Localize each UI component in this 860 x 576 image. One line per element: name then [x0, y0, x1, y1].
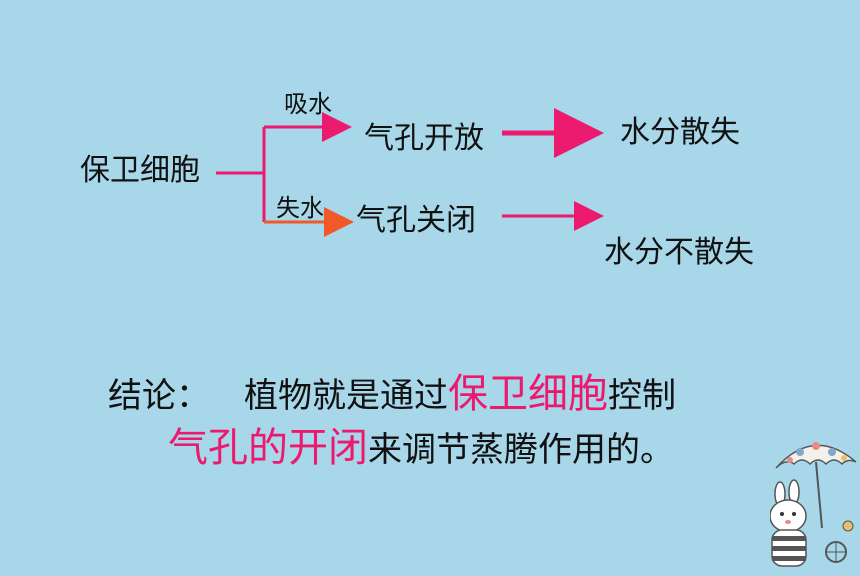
conclusion-text-3: 来调节蒸腾作用的。 [368, 430, 674, 470]
no-water-loss-result: 水分不散失 [604, 235, 754, 270]
water-loss-result: 水分散失 [620, 115, 740, 150]
conclusion-highlight-guard-cell: 保卫细胞 [448, 371, 608, 417]
umbrella-bunny-icon [770, 442, 857, 567]
conclusion-highlight-stoma: 气孔的开闭 [168, 425, 368, 471]
conclusion-line-1: 结论： 植物就是通过保卫细胞控制 [108, 374, 676, 414]
conclusion-line-2: 气孔的开闭来调节蒸腾作用的。 [168, 428, 674, 468]
conclusion-text-2: 控制 [608, 376, 676, 416]
lose-water-label: 失水 [276, 194, 324, 222]
stoma-close-node: 气孔关闭 [356, 203, 476, 238]
absorb-water-label: 吸水 [284, 90, 332, 118]
guard-cell-node: 保卫细胞 [80, 153, 200, 188]
conclusion-text-1: 植物就是通过 [244, 376, 448, 416]
stoma-open-node: 气孔开放 [364, 121, 484, 156]
conclusion-prefix: 结论： [108, 376, 210, 416]
